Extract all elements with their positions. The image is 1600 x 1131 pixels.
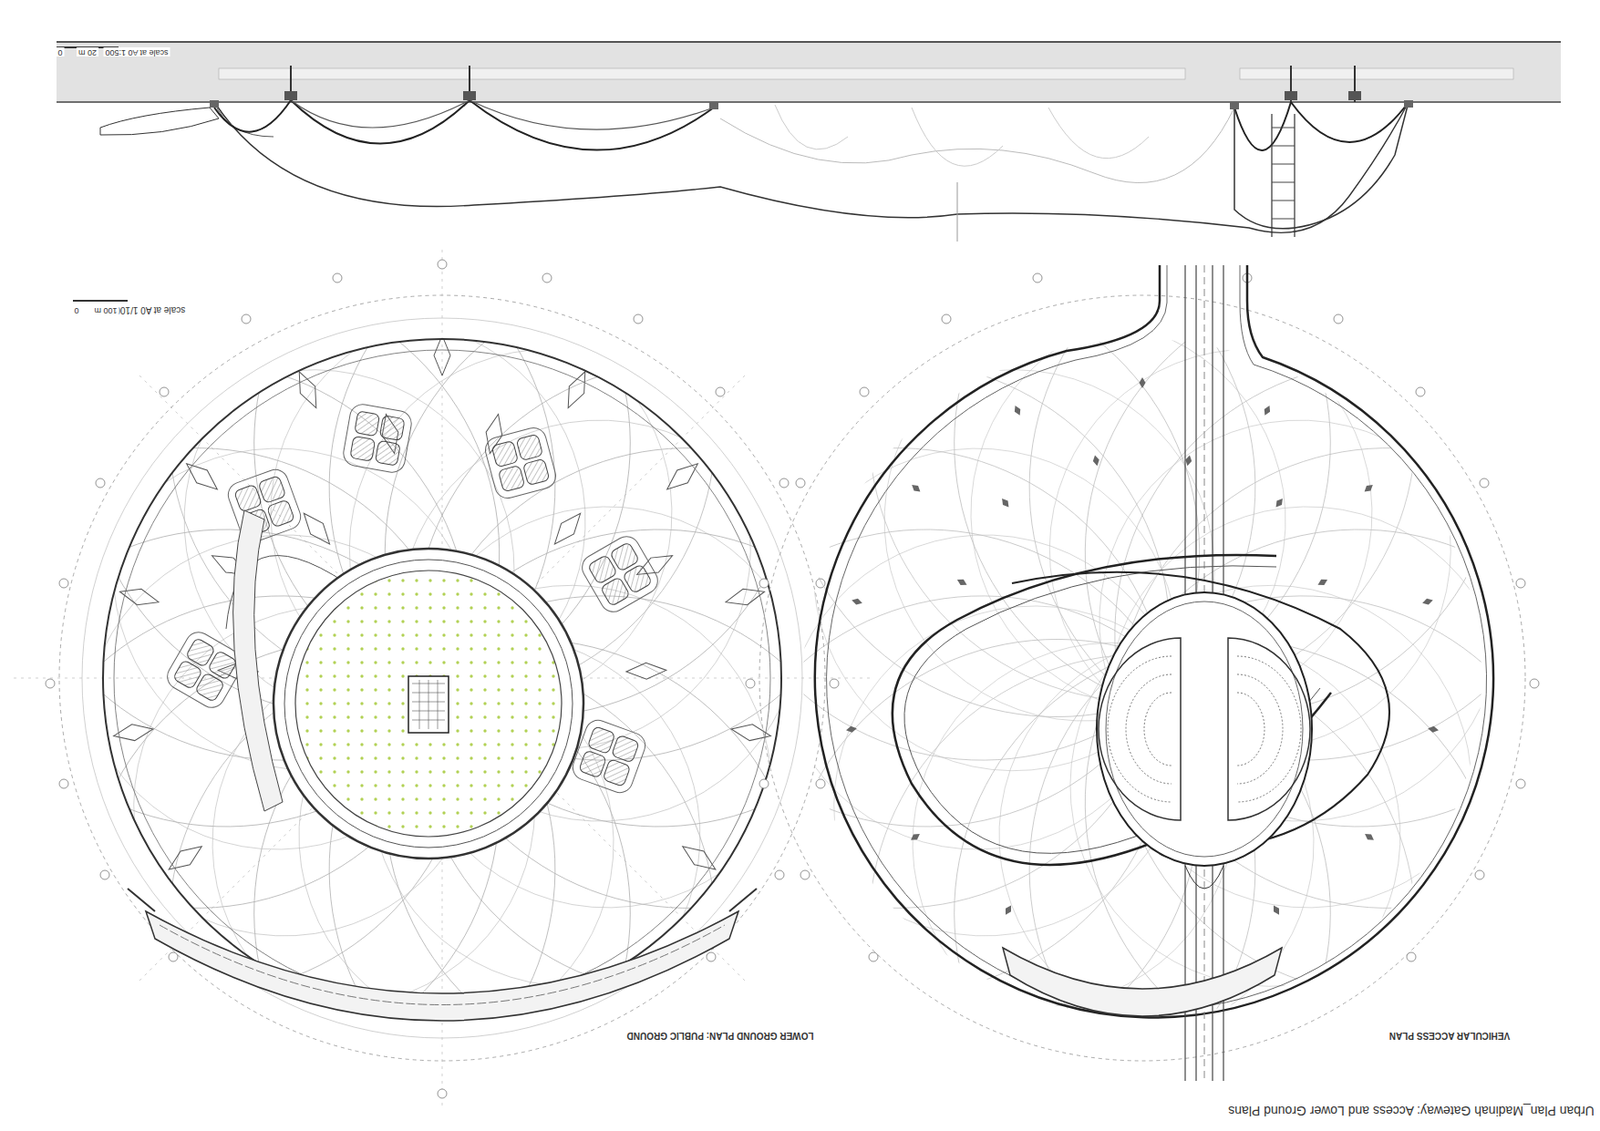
scale-length: 20 m: [76, 47, 99, 57]
scale-zero: 0: [55, 47, 64, 57]
scale-note: scale at A0 1:500: [103, 47, 170, 57]
scale-zero: 0: [72, 305, 81, 315]
scale-length: 100 m: [92, 305, 119, 315]
scale-note: scale at A0 1/1000: [108, 305, 187, 316]
plan-heading: LOWER GROUND PLAN: PUBLIC GROUND: [625, 1031, 816, 1042]
plan-heading: VEHICULAR ACCESS PLAN: [1387, 1031, 1512, 1042]
sheet-title: Urban Plan_Madinah Gateway: Access and L…: [1226, 1103, 1597, 1117]
